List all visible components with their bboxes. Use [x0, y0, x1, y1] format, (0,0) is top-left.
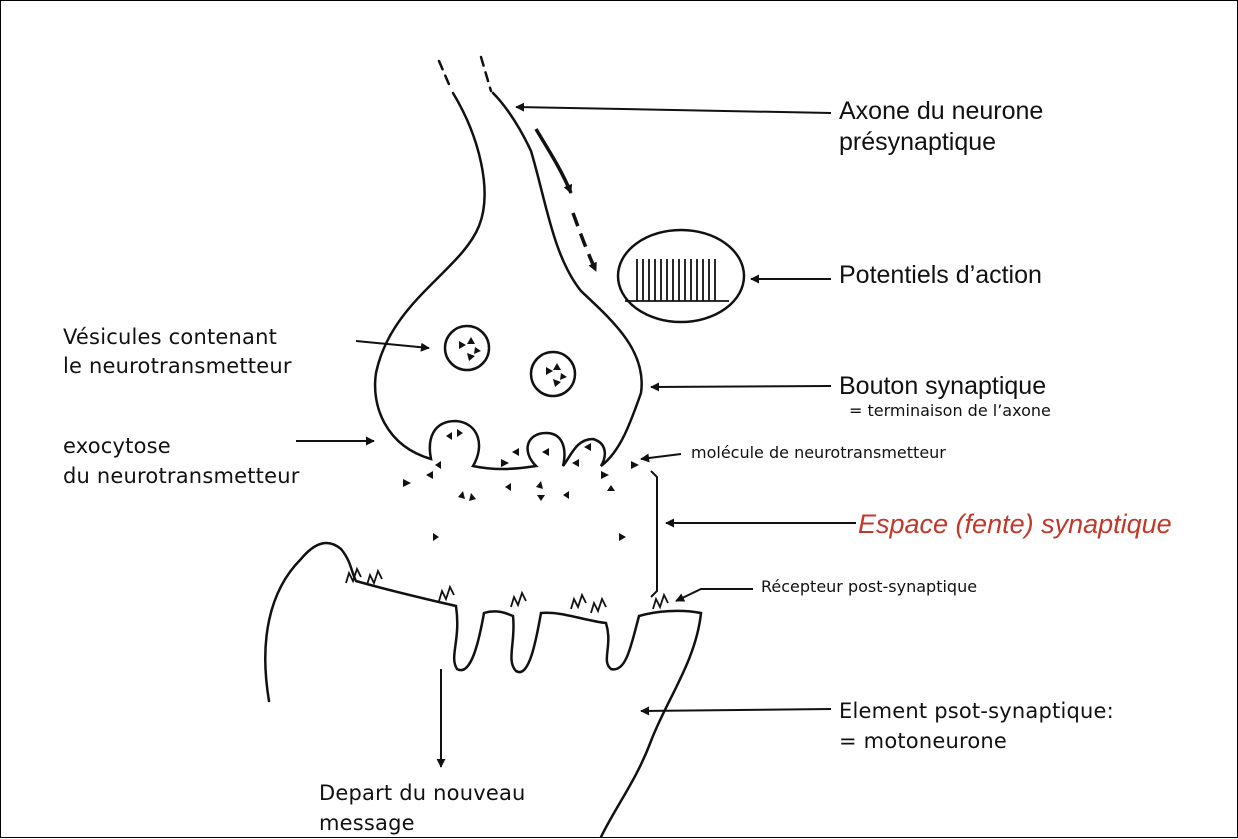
pointer-arrows	[296, 107, 856, 767]
label-recepteur: Récepteur post-synaptique	[761, 579, 977, 595]
label-element: Element psot-synaptique: = motoneurone	[839, 696, 1114, 757]
label-axone: Axone du neurone présynaptique	[839, 96, 1043, 159]
label-exocytose: exocytose du neurotransmetteur	[63, 431, 300, 492]
vesicle-molecules	[459, 337, 567, 387]
label-depart: Depart du nouveau message	[319, 778, 526, 839]
cleft-bracket	[651, 471, 657, 597]
label-molecule: molécule de neurotransmetteur	[691, 445, 946, 461]
label-espace: Espace (fente) synaptique	[858, 511, 1172, 538]
label-bouton: Bouton synaptique	[839, 374, 1046, 399]
label-potentiels: Potentiels d’action	[839, 263, 1042, 288]
label-terminaison: = terminaison de l’axone	[849, 403, 1051, 419]
presynaptic-bouton	[375, 57, 642, 469]
action-potential-oval	[618, 230, 744, 322]
label-vesicules: Vésicules contenant le neurotransmetteur	[63, 323, 292, 382]
